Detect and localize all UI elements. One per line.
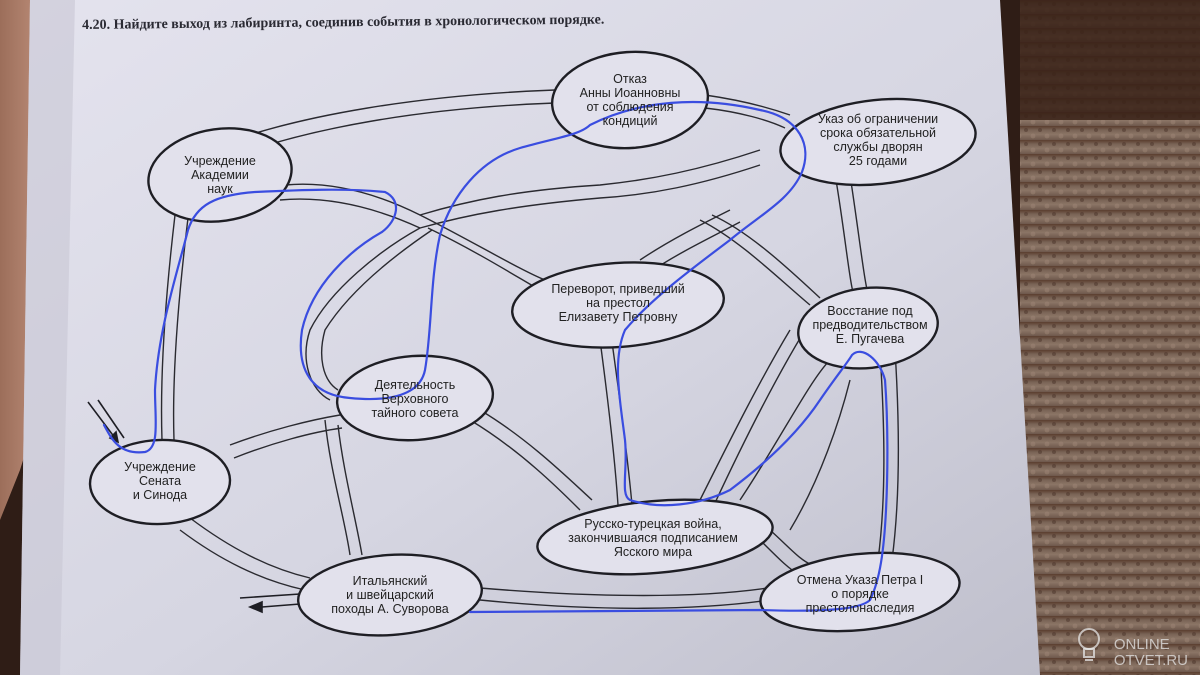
watermark: ONLINE OTVET.RU <box>1113 636 1188 669</box>
lightbulb-icon <box>1078 628 1100 661</box>
maze-arrows <box>87 399 301 614</box>
node-turkish-war: Русско-турецкая война,закончившаяся подп… <box>568 517 738 559</box>
pen-path <box>102 100 889 614</box>
maze-nodes <box>88 50 977 637</box>
